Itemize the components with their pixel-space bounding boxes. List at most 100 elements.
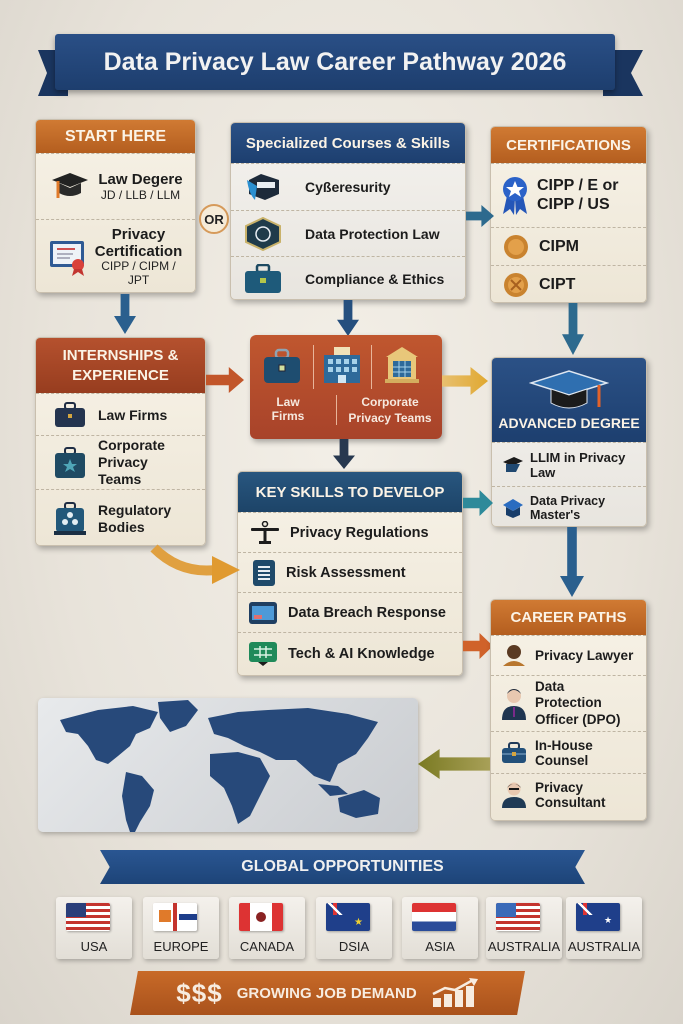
specialized-courses-card: Specialized Courses & Skills Cyßeresurit… [230, 122, 466, 300]
document-icon [252, 559, 276, 587]
advanced-item-llm[interactable]: LLIM in Privacy Law [492, 442, 646, 486]
office-building-icon [320, 345, 364, 385]
start-item-privacy-certification[interactable]: Privacy Certification CIPP / CIPM / JPT [36, 219, 195, 292]
shield-badge-icon [243, 216, 283, 251]
region-dsia[interactable]: ★ DSIA [316, 897, 392, 959]
internship-item-law-firms[interactable]: Law Firms [36, 393, 205, 435]
region-label: AUSTRALIA [487, 939, 561, 954]
workplace-divider [313, 345, 314, 389]
europe-flag-icon [153, 903, 197, 931]
arrow-right-icon [463, 633, 493, 659]
internship-item-corporate[interactable]: Corporate Privacy Teams [36, 435, 205, 489]
world-map [38, 698, 418, 832]
region-label: CANADA [239, 939, 295, 954]
specialized-item-compliance[interactable]: Compliance & Ethics [231, 256, 465, 299]
workplace-divider [371, 345, 372, 389]
internships-card: INTERNSHIPS & EXPERIENCE Law Firms Corpo… [35, 337, 206, 546]
region-label: ASIA [425, 939, 455, 954]
curved-arrow-icon [150, 544, 240, 584]
job-demand-banner: $$$ GROWING JOB DEMAND [130, 971, 525, 1015]
workplace-label-corporate: Corporate Privacy Teams [348, 395, 432, 425]
page-title: Data Privacy Law Career Pathway 2026 [55, 34, 615, 90]
skill-label: Risk Assessment [286, 564, 406, 581]
skill-label: Tech & AI Knowledge [288, 645, 435, 662]
cert-label: CIPP / E or CIPP / US [537, 177, 619, 213]
briefcase-icon [262, 348, 302, 384]
career-paths-heading: CAREER PATHS [491, 600, 646, 635]
monitor-icon [248, 601, 278, 625]
workplace-label-law-firms: Law Firms [271, 395, 305, 423]
internship-item-regulatory[interactable]: Regulatory Bodies [36, 489, 205, 545]
privacy-cert-subtitle: CIPP / CIPM / JPT [101, 259, 176, 287]
workplaces-panel: Law Firms Corporate Privacy Teams [250, 335, 442, 439]
canada-flag-icon [239, 903, 283, 931]
medal-icon [503, 272, 529, 298]
cert-item-cipp[interactable]: CIPP / E or CIPP / US [491, 163, 646, 227]
arrow-down-icon [562, 303, 584, 355]
chip-icon [248, 641, 278, 667]
region-label: EUROPE [153, 939, 209, 954]
internship-label: Corporate Privacy Teams [98, 437, 165, 487]
career-label: In-House Counsel [535, 737, 593, 768]
start-here-heading: START HERE [36, 120, 195, 153]
job-demand-label: GROWING JOB DEMAND [236, 984, 417, 1002]
career-item-privacy-lawyer[interactable]: Privacy Lawyer [491, 635, 646, 675]
region-australia-1[interactable]: AUSTRALIA [486, 897, 562, 959]
region-europe[interactable]: EUROPE [143, 897, 219, 959]
australia-flag-icon: ★ [326, 903, 370, 931]
skill-item-breach-response[interactable]: Data Breach Response [238, 592, 462, 632]
specialized-item-data-protection[interactable]: Data Protection Law [231, 210, 465, 256]
ribbon-star-icon [501, 176, 529, 216]
career-item-dpo[interactable]: Data Protection Officer (DPO) [491, 675, 646, 731]
law-degree-title: Law Degere [98, 171, 183, 188]
internship-label: Regulatory Bodies [98, 501, 172, 535]
career-item-consultant[interactable]: Privacy Consultant [491, 773, 646, 815]
advanced-label: LLIM in Privacy Law [530, 449, 626, 480]
career-label: Data Protection Officer (DPO) [535, 679, 621, 727]
australia-flag-icon: ★ [576, 903, 620, 931]
specialized-item-cybersecurity[interactable]: Cyßeresurity [231, 163, 465, 210]
briefcase-icon [243, 263, 283, 294]
region-label: DSIA [338, 939, 370, 954]
advanced-item-masters[interactable]: Data Privacy Master's [492, 486, 646, 526]
briefcase-icon [54, 401, 86, 428]
key-skills-heading: KEY SKILLS TO DEVELOP [238, 472, 462, 512]
skill-item-risk-assessment[interactable]: Risk Assessment [238, 552, 462, 592]
advanced-degree-header: ADVANCED DEGREE [492, 358, 646, 442]
region-asia[interactable]: ASIA [402, 897, 478, 959]
arrow-right-icon [442, 367, 488, 395]
scales-icon [250, 520, 280, 545]
skill-item-privacy-regulations[interactable]: Privacy Regulations [238, 512, 462, 552]
region-usa[interactable]: USA [56, 897, 132, 959]
internships-heading: INTERNSHIPS & EXPERIENCE [36, 338, 205, 393]
cybersecurity-icon [243, 172, 283, 202]
career-label: Privacy Consultant [535, 779, 606, 810]
cert-item-cipm[interactable]: CIPM [491, 227, 646, 265]
cert-label: CIPT [539, 275, 576, 293]
briefcase-star-icon [54, 446, 86, 479]
mortarboard-icon [502, 498, 524, 518]
or-badge: OR [199, 204, 229, 234]
advanced-degree-heading: ADVANCED DEGREE [498, 415, 640, 431]
officer-icon [501, 687, 527, 721]
dollar-signs-icon: $$$ [176, 977, 223, 1008]
region-australia-2[interactable]: ★ AUSTRALIA [566, 897, 642, 959]
region-label: USA [80, 939, 108, 954]
privacy-cert-title: Privacy Certification [94, 226, 183, 260]
arrow-right-icon [206, 367, 244, 393]
cert-item-cipt[interactable]: CIPT [491, 265, 646, 302]
cert-label: CIPM [539, 237, 579, 255]
specialized-label: Cyßeresurity [305, 179, 391, 195]
usa-flag-icon [496, 903, 540, 931]
skill-item-tech-ai[interactable]: Tech & AI Knowledge [238, 632, 462, 674]
career-item-in-house[interactable]: In-House Counsel [491, 731, 646, 773]
certifications-heading: CERTIFICATIONS [491, 127, 646, 163]
briefcase-network-icon [54, 501, 86, 536]
career-label: Privacy Lawyer [535, 648, 634, 663]
start-item-law-degree[interactable]: Law Degere JD / LLB / LLM [36, 153, 195, 219]
advanced-degree-card: ADVANCED DEGREE LLIM in Privacy Law Data… [491, 357, 647, 527]
region-canada[interactable]: CANADA [229, 897, 305, 959]
skill-label: Privacy Regulations [290, 524, 429, 541]
specialized-label: Data Protection Law [305, 225, 440, 242]
government-building-icon [384, 345, 420, 385]
